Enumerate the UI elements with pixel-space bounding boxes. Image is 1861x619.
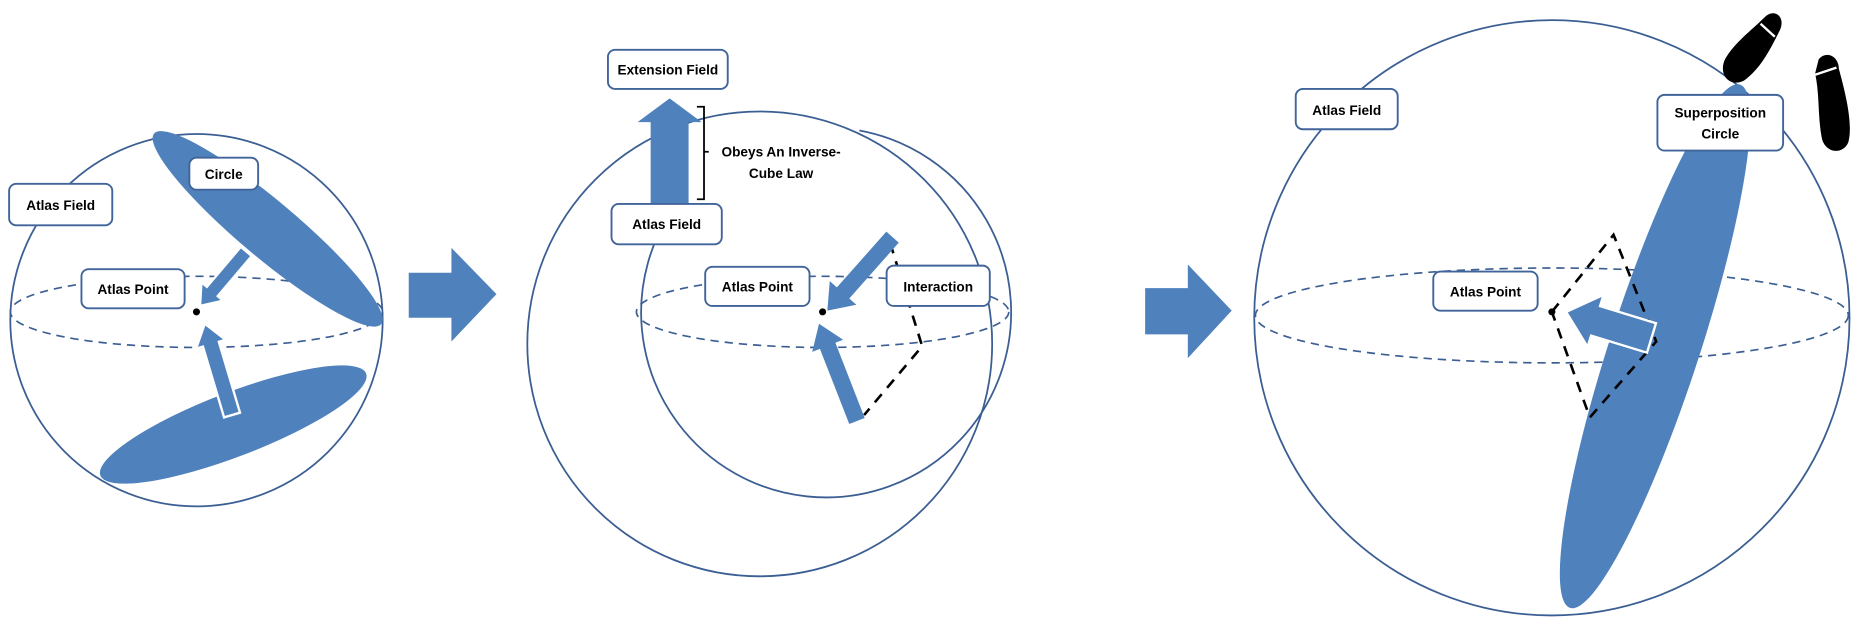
svg-text:Superposition: Superposition: [1674, 105, 1766, 120]
atlas-point-dot: [1548, 308, 1556, 316]
label-atlas-point: Atlas Point: [704, 265, 811, 307]
circle-orbit: [152, 131, 383, 327]
atlas-sphere: [9, 133, 384, 508]
force-arrow: [194, 321, 242, 419]
svg-text:Circle: Circle: [1701, 127, 1739, 142]
label-atlas-point: Atlas Point: [1432, 270, 1539, 312]
svg-text:Atlas Field: Atlas Field: [632, 217, 701, 232]
transition-arrow-2: [1145, 264, 1232, 359]
superposition-arrow: [1564, 292, 1658, 355]
label-interaction: Interaction: [885, 264, 991, 307]
svg-text:Circle: Circle: [205, 167, 243, 182]
svg-text:Atlas Point: Atlas Point: [722, 280, 794, 295]
superposition-orbit: [1559, 84, 1751, 609]
force-arrow: [827, 231, 899, 311]
svg-text:Extension Field: Extension Field: [617, 63, 718, 78]
extension-sphere: [526, 110, 994, 578]
footprints-icon: [1722, 13, 1850, 151]
label-atlas-point: Atlas Point: [80, 268, 186, 310]
svg-text:Cube Law: Cube Law: [749, 166, 814, 181]
atlas-sphere: [640, 129, 1013, 499]
panel-1: Atlas Field Circle Atlas Point: [8, 131, 384, 508]
atlas-point-dot: [192, 308, 201, 316]
circle-orbit-lower: [99, 365, 367, 484]
svg-text:Atlas Point: Atlas Point: [1450, 284, 1522, 299]
svg-text:Obeys An Inverse-: Obeys An Inverse-: [722, 145, 841, 160]
force-arrow: [812, 323, 865, 424]
superposition-dashed-lines: [1550, 232, 1658, 420]
label-atlas-field: Atlas Field: [610, 203, 723, 246]
svg-text:Atlas Field: Atlas Field: [26, 198, 95, 213]
label-atlas-field: Atlas Field: [8, 182, 114, 227]
label-circle: Circle: [188, 156, 260, 191]
equator-ellipse: [9, 275, 384, 349]
equator-ellipse: [1254, 267, 1850, 364]
panel-2: Obeys An Inverse- Cube Law Extension Fie…: [526, 48, 1013, 578]
label-atlas-field: Atlas Field: [1294, 87, 1399, 131]
force-arrow: [198, 245, 254, 308]
svg-text:Atlas Field: Atlas Field: [1312, 103, 1381, 118]
bracket: [696, 105, 709, 201]
svg-text:Interaction: Interaction: [903, 280, 973, 295]
label-extension-field: Extension Field: [607, 48, 729, 90]
equator-ellipse: [635, 275, 1010, 349]
transition-arrow-1: [408, 247, 497, 342]
atlas-sphere: [1253, 19, 1851, 617]
svg-text:Atlas Point: Atlas Point: [97, 282, 169, 297]
extension-arrow: [637, 98, 702, 212]
atlas-point-dot: [819, 308, 827, 316]
